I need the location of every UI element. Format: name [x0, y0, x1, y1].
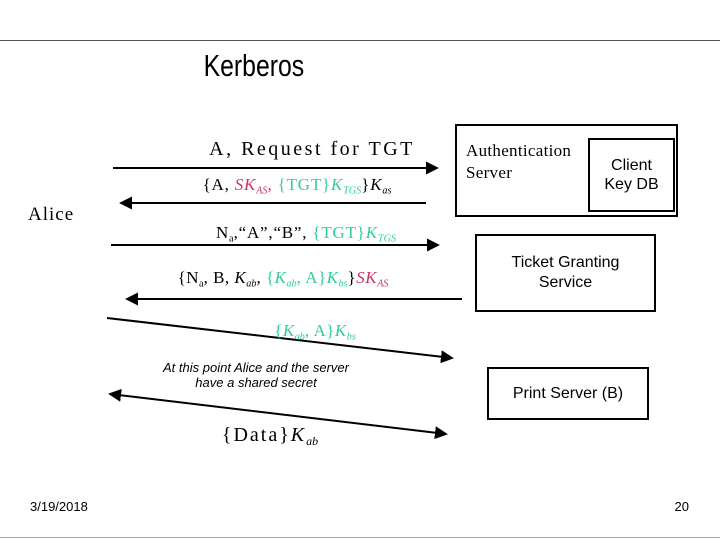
- auth-server-box: Authentication Server Client Key DB: [455, 124, 678, 217]
- shared-secret-note-line1: At this point Alice and the server: [163, 360, 349, 375]
- print-server-label: Print Server (B): [512, 384, 624, 402]
- tgs-label-line1: Ticket Granting: [511, 254, 620, 271]
- message-request-tgt: A, Request for TGT: [209, 138, 415, 160]
- auth-server-label-line1: Authentication: [466, 141, 572, 160]
- tgs-label-line2: Service: [538, 274, 593, 291]
- bottom-border-line: [0, 537, 720, 538]
- message-data-session: {Data}Kab: [221, 424, 319, 449]
- message-ticket-to-print-server: {Kab, A}Kbs: [274, 321, 356, 343]
- footer-page-number: 20: [674, 499, 689, 514]
- slide-title: Kerberos: [0, 48, 507, 84]
- client-key-db-box: Client Key DB: [588, 138, 675, 212]
- slide-title-text: Kerberos: [203, 48, 304, 83]
- shared-secret-note: At this point Alice and the server have …: [146, 360, 366, 390]
- arrow-ticket-to-print-server: [106, 317, 454, 364]
- ticket-granting-service-box: Ticket Granting Service: [475, 234, 656, 312]
- client-key-db-label-line2: Key DB: [604, 176, 659, 193]
- print-server-box: Print Server (B): [487, 367, 649, 420]
- shared-secret-note-line2: have a shared secret: [195, 375, 317, 390]
- actor-alice-label: Alice: [28, 204, 75, 225]
- client-key-db-label-line1: Client: [611, 157, 652, 174]
- message-tgs-reply: {Na, B, Kab, {Kab, A}Kbs}SKAS: [177, 268, 389, 290]
- message-tgs-request: Na,“A”,“B”, {TGT}KTGS: [215, 223, 397, 245]
- auth-server-label: Authentication Server: [466, 140, 571, 184]
- top-border-line: [0, 40, 720, 41]
- message-as-reply: {A, SKAS, {TGT}KTGS}Kas: [202, 175, 392, 197]
- footer-date: 3/19/2018: [30, 499, 88, 514]
- auth-server-label-line2: Server: [466, 163, 513, 182]
- arrow-shared-secret-session: [108, 388, 448, 440]
